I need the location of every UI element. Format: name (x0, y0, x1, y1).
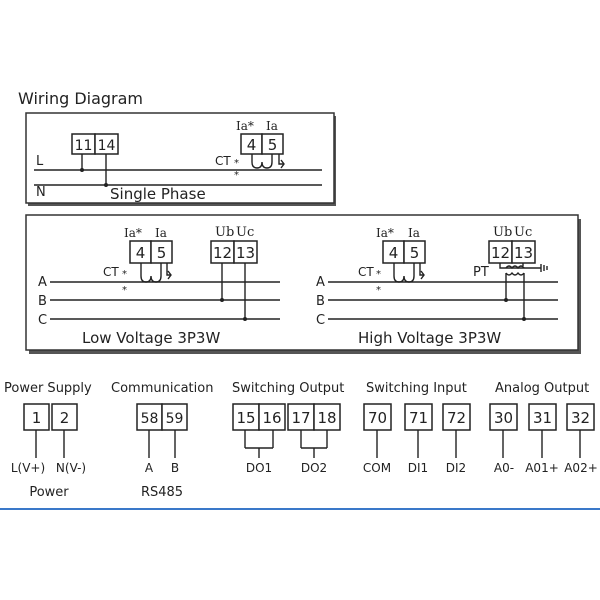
low-voltage-section: A B C Ia* Ia 4 5 CT * * Ub Uc 12 13 Low … (38, 225, 280, 347)
group-analog-output: Analog Output 30 31 32 A0- A01+ A02+ (489, 381, 598, 475)
terminal-72: 72 (447, 409, 466, 427)
label-power: Power (29, 485, 69, 500)
label-a0-minus: A0- (494, 461, 514, 475)
hv-terminal-12: 12 (491, 244, 510, 262)
header-power-supply: Power Supply (4, 381, 92, 396)
label-a: A (145, 461, 154, 475)
terminal-70: 70 (368, 409, 387, 427)
group-power-supply: Power Supply 1 2 L(V+) N(V-) Power (4, 381, 92, 500)
hv-ct-label: CT (358, 265, 374, 279)
label-di2: DI2 (446, 461, 466, 475)
hv-label-uc: Uc (514, 225, 532, 240)
label-do1: DO1 (246, 461, 272, 475)
group-communication: Communication 58 59 A B RS485 (111, 381, 213, 500)
lv-label-ia-star: Ia* (124, 226, 142, 240)
hv-line-a: A (316, 275, 325, 290)
label-ia: Ia (266, 119, 278, 133)
hv-ct-star-bottom: * (376, 285, 381, 296)
lv-label-uc: Uc (236, 225, 254, 240)
lv-label-ub: Ub (215, 225, 234, 240)
header-switching-input: Switching Input (366, 381, 467, 396)
lv-terminal-12: 12 (213, 244, 232, 262)
terminal-31: 31 (533, 409, 552, 427)
terminal-16: 16 (262, 409, 281, 427)
terminal-1: 1 (32, 409, 42, 427)
hv-caption: High Voltage 3P3W (358, 329, 501, 347)
terminal-71: 71 (409, 409, 428, 427)
hv-label-ub: Ub (493, 225, 512, 240)
terminal-15: 15 (236, 409, 255, 427)
hv-terminal-5: 5 (410, 244, 420, 262)
terminal-4: 4 (247, 136, 257, 154)
hv-pt-label: PT (473, 265, 489, 280)
group-switching-output: Switching Output 15 16 17 18 DO1 DO2 (232, 381, 344, 475)
terminal-14: 14 (98, 138, 116, 154)
label-di1: DI1 (408, 461, 428, 475)
high-voltage-section: A B C Ia* Ia 4 5 CT * * Ub Uc 12 13 PT (316, 225, 558, 347)
hv-label-ia-star: Ia* (376, 226, 394, 240)
lv-terminal-5: 5 (157, 244, 167, 262)
lv-line-c: C (38, 313, 47, 328)
label-rs485: RS485 (141, 485, 183, 500)
hv-ct-star-top: * (376, 269, 381, 280)
lv-ct-star-top: * (122, 269, 127, 280)
hv-terminal-4: 4 (389, 244, 399, 262)
lv-caption: Low Voltage 3P3W (82, 329, 220, 347)
label-n-v-minus: N(V-) (56, 461, 86, 475)
label-a02-plus: A02+ (564, 461, 598, 475)
lv-ct-star-bottom: * (122, 285, 127, 296)
single-phase-caption: Single Phase (110, 185, 206, 203)
terminal-58: 58 (141, 411, 159, 427)
lv-terminal-13: 13 (236, 244, 255, 262)
header-communication: Communication (111, 381, 213, 396)
group-switching-input: Switching Input 70 71 72 COM DI1 DI2 (363, 381, 471, 475)
label-ia-star: Ia* (236, 119, 254, 133)
terminal-32: 32 (571, 409, 590, 427)
label-a01-plus: A01+ (525, 461, 559, 475)
terminal-18: 18 (317, 409, 336, 427)
terminal-17: 17 (291, 409, 310, 427)
terminal-59: 59 (166, 411, 184, 427)
line-label-l: L (36, 154, 44, 169)
lv-terminal-4: 4 (136, 244, 146, 262)
header-switching-output: Switching Output (232, 381, 344, 396)
lv-line-b: B (38, 294, 47, 309)
hv-line-c: C (316, 313, 325, 328)
line-label-n: N (36, 185, 46, 200)
hv-terminal-13: 13 (514, 244, 533, 262)
lv-label-ia: Ia (155, 226, 167, 240)
hv-line-b: B (316, 294, 325, 309)
single-phase-panel: L N 11 14 Ia* Ia 4 5 CT * * (25, 112, 336, 206)
ct-star-top: * (234, 158, 239, 169)
ct-star-bottom: * (234, 170, 239, 181)
lv-ct-label: CT (103, 265, 119, 279)
terminal-30: 30 (494, 409, 513, 427)
terminal-2: 2 (60, 409, 70, 427)
label-com: COM (363, 461, 391, 475)
terminal-5: 5 (268, 136, 278, 154)
header-analog-output: Analog Output (495, 381, 589, 396)
hv-label-ia: Ia (408, 226, 420, 240)
ct-label: CT (215, 154, 231, 168)
lv-line-a: A (38, 275, 47, 290)
terminal-11: 11 (75, 138, 93, 154)
label-do2: DO2 (301, 461, 327, 475)
diagram-title: Wiring Diagram (18, 89, 143, 108)
label-l-v-plus: L(V+) (11, 461, 45, 475)
label-b: B (171, 461, 179, 475)
